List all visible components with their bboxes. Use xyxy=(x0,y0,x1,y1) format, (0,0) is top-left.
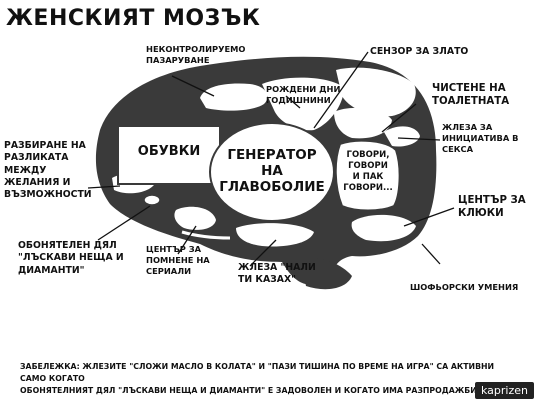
label-told: ЖЛЕЗА "НАЛИ ТИ КАЗАХ" xyxy=(238,262,316,286)
label-smell: ОБОНЯТЕЛЕН ДЯЛ "ЛЪСКАВИ НЕЩА И ДИАМАНТИ" xyxy=(18,240,124,276)
label-toilet: ЧИСТЕНЕ НА ТОАЛЕТНАТА xyxy=(432,83,510,108)
lobe-lower xyxy=(181,230,231,240)
pointer-gossip xyxy=(403,207,455,227)
pointer-toilet xyxy=(381,103,417,133)
lobe-gossip xyxy=(351,214,416,242)
lobe-shopping xyxy=(200,83,268,111)
label-desires: РАЗБИРАНЕ НА РАЗЛИКАТА МЕЖДУ ЖЕЛАНИЯ И В… xyxy=(4,140,92,201)
label-birthdays: РОЖДЕНИ ДНИ ГОДИШНИНИ xyxy=(266,84,341,105)
pointer-shopping xyxy=(171,75,215,97)
label-sex: ЖЛЕЗА ЗА ИНИЦИАТИВА В СЕКСА xyxy=(442,122,519,154)
label-driving: ШОФЬОРСКИ УМЕНИЯ xyxy=(410,282,519,292)
label-series: ЦЕНТЪР ЗА ПОМНЕНЕ НА СЕРИАЛИ xyxy=(146,244,210,276)
headache-circle xyxy=(209,122,335,222)
page-title: ЖЕНСКИЯТ МОЗЪК xyxy=(6,6,261,31)
pointer-smell xyxy=(97,205,151,241)
lobe-toilet xyxy=(334,107,392,139)
lobe-birthdays xyxy=(262,77,344,131)
label-gossip: ЦЕНТЪР ЗА КЛЮКИ xyxy=(458,195,526,220)
brain-stem xyxy=(300,257,352,290)
label-gold: СЕНЗОР ЗА ЗЛАТО xyxy=(370,46,469,57)
pointer-sex xyxy=(397,137,441,141)
lobe-sex xyxy=(384,126,420,147)
pointer-driving xyxy=(421,243,441,265)
lobe-gold xyxy=(336,67,416,117)
pointer-gold xyxy=(313,51,369,129)
lobe-smell xyxy=(143,194,161,206)
headache-label: ГЕНЕРАТОР НА ГЛАВОБОЛИЕ xyxy=(219,147,325,195)
pointer-told xyxy=(249,239,277,267)
talk-box xyxy=(334,139,401,212)
pointer-series xyxy=(177,225,197,255)
lobe-series xyxy=(174,206,216,230)
shoes-label: ОБУВКИ xyxy=(137,144,201,159)
watermark-logo: kaprizen xyxy=(475,382,534,399)
lobe-told xyxy=(236,223,314,247)
talk-label: ГОВОРИ, ГОВОРИ И ПАК ГОВОРИ... xyxy=(343,150,393,193)
pointer-desires xyxy=(87,185,121,189)
pointer-birthdays xyxy=(285,95,301,109)
label-shopping: НЕКОНТРОЛИРУЕМО ПАЗАРУВАНЕ xyxy=(146,44,246,65)
shoes-box xyxy=(117,125,221,185)
footnote: ЗАБЕЛЕЖКА: ЖЛЕЗИТЕ "СЛОЖИ МАСЛО В КОЛАТА… xyxy=(20,362,495,396)
